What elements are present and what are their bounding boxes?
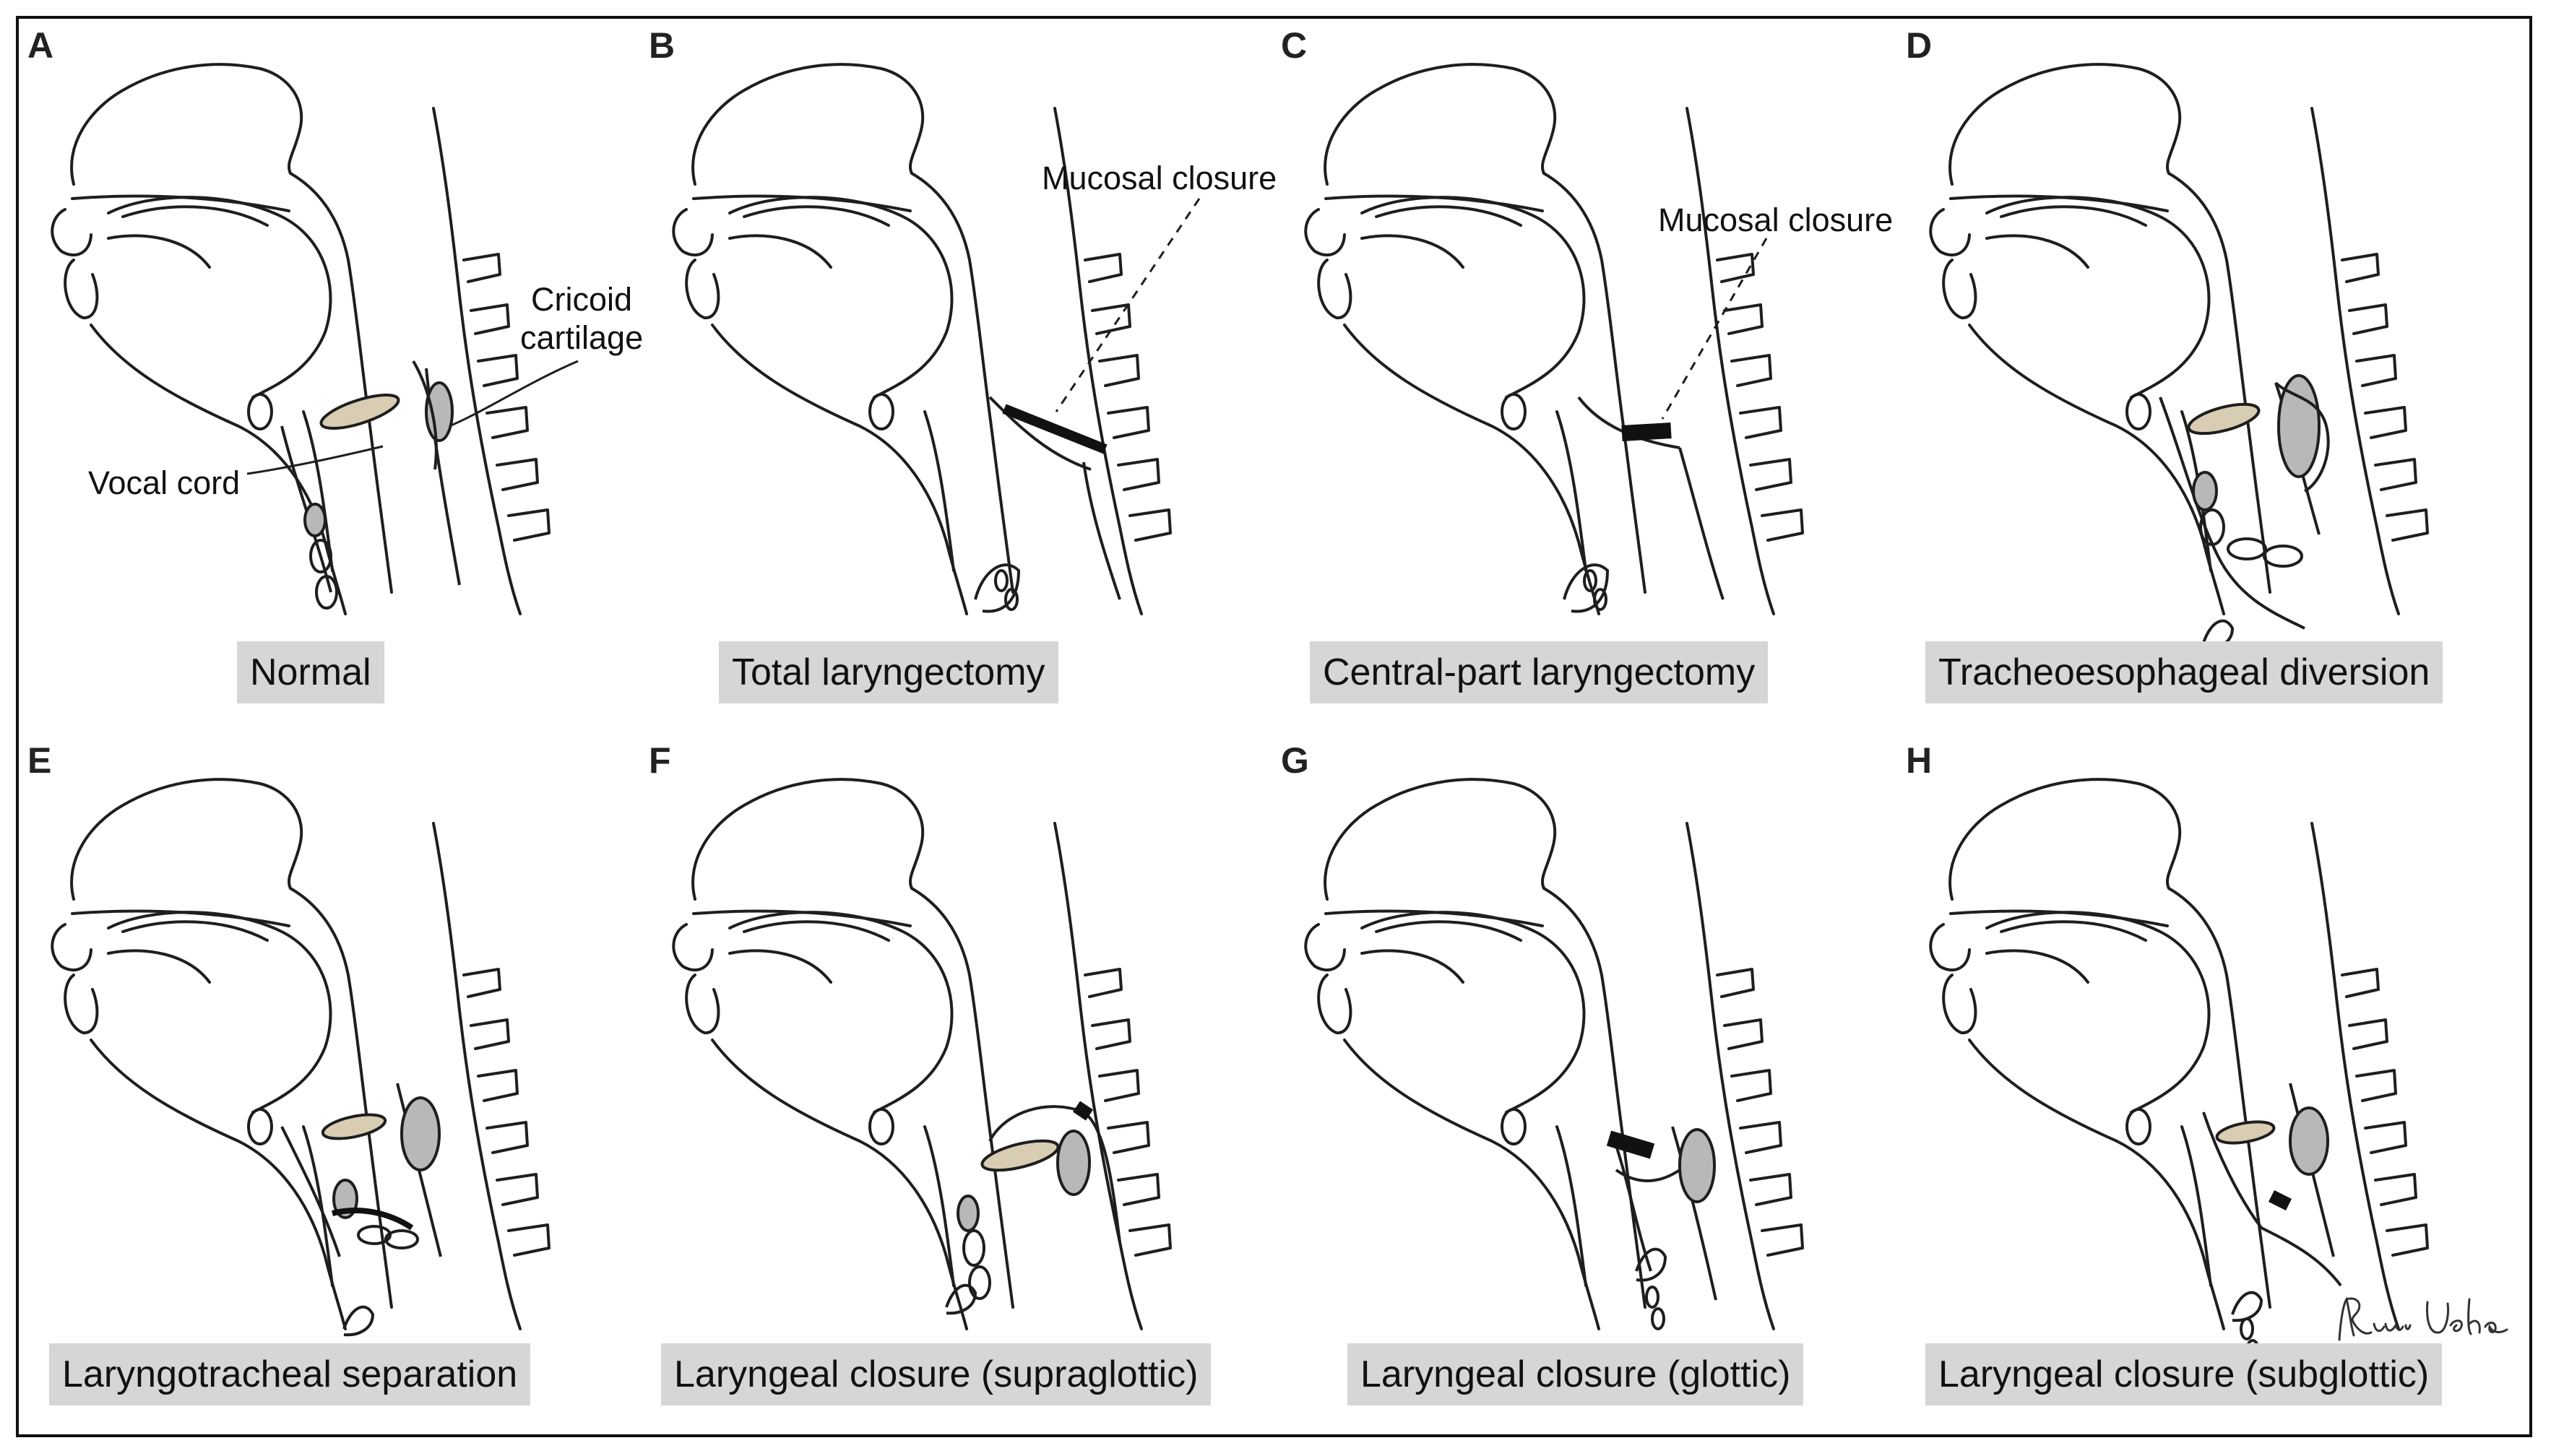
panel-caption: Normal — [237, 641, 384, 703]
mucosal-closure-label: Mucosal closure — [1658, 202, 1894, 238]
panel-caption: Laryngeal closure (glottic) — [1347, 1343, 1804, 1405]
anatomy-drawing — [51, 778, 551, 1337]
panel-letter: H — [1906, 740, 1933, 781]
vocal-cord-label: Vocal cord — [88, 464, 241, 501]
panel-f: F — [643, 737, 1253, 1448]
cricoid-cartilage-label: Cricoid cartilage — [520, 281, 644, 357]
panel-letter: B — [649, 25, 675, 66]
anatomy-drawing — [1929, 63, 2429, 651]
panel-letter: E — [27, 740, 52, 781]
artist-signature — [2338, 1296, 2508, 1341]
panel-caption: Laryngotracheal separation — [49, 1343, 531, 1405]
panel-caption: Laryngeal closure (supraglottic) — [661, 1343, 1212, 1405]
figure-frame — [16, 16, 2532, 1437]
mucosal-closure-label: Mucosal closure — [1042, 160, 1277, 196]
panel-caption: Laryngeal closure (subglottic) — [1925, 1343, 2443, 1405]
panel-caption: Tracheoesophageal diversion — [1925, 641, 2443, 703]
panel-letter: A — [27, 25, 54, 66]
panel-c: C — [1275, 22, 1893, 733]
panel-h: H — [1900, 737, 2511, 1448]
panel-caption: Total laryngectomy — [719, 641, 1058, 703]
anatomy-drawing — [1304, 63, 1804, 615]
panel-letter: F — [649, 740, 671, 781]
anatomy-drawing — [672, 778, 1172, 1330]
anatomy-drawing — [1304, 778, 1804, 1330]
panel-e: E — [22, 737, 632, 1448]
panel-b: B — [643, 22, 1277, 733]
anatomy-drawing — [1929, 778, 2429, 1362]
panel-letter: C — [1281, 25, 1308, 66]
panel-caption: Central-part laryngectomy — [1310, 641, 1769, 703]
panel-g: G — [1275, 737, 1886, 1448]
panel-letter: D — [1906, 25, 1933, 66]
panel-a: A — [22, 22, 643, 733]
panel-d: D — [1900, 22, 2511, 733]
anatomy-drawing — [51, 63, 579, 615]
anatomy-drawing — [672, 63, 1201, 615]
panel-letter: G — [1281, 740, 1309, 781]
